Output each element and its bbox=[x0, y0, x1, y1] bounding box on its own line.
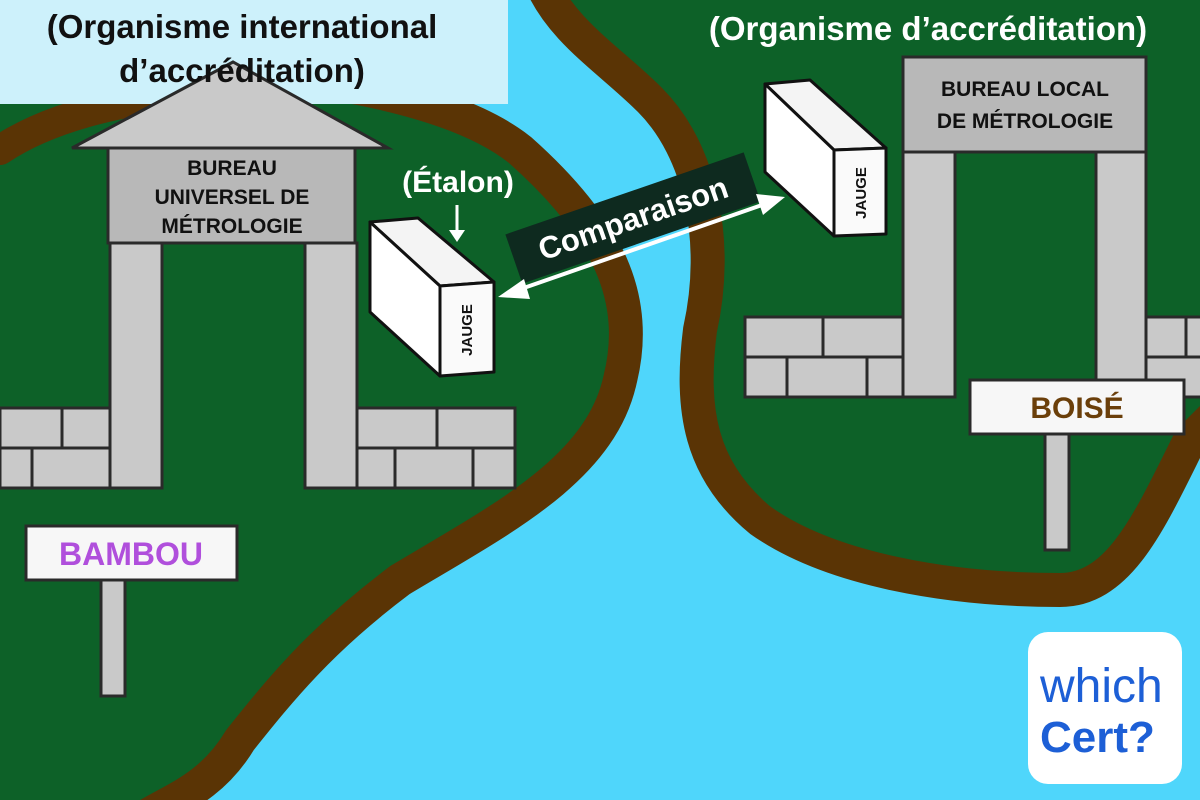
international-org-label: (Organisme international d’accréditation… bbox=[47, 8, 438, 89]
wood-sign-board bbox=[968, 378, 1186, 436]
international-org-label-line2: d’accréditation) bbox=[119, 52, 365, 89]
wall-brick bbox=[1144, 315, 1188, 359]
local-bureau-name-line1: BUREAU LOCAL bbox=[941, 78, 1109, 101]
wall-brick bbox=[865, 355, 905, 399]
whichcert-logo: which Cert? bbox=[1028, 632, 1182, 784]
bureau-pillar-right bbox=[303, 241, 359, 490]
wood-sign bbox=[968, 378, 1186, 552]
wall-brick bbox=[1184, 315, 1200, 359]
wood-sign-post bbox=[1043, 430, 1071, 552]
standard-gauge-label: JAUGE bbox=[459, 304, 476, 356]
local-bureau-nameplate bbox=[901, 55, 1148, 154]
bamboo-sign bbox=[24, 524, 239, 698]
wall-brick bbox=[1144, 355, 1200, 399]
universal-metrology-bureau bbox=[0, 60, 517, 490]
bureau-nameplate-text: BUREAU UNIVERSEL DE MÉTROLOGIE bbox=[155, 157, 310, 238]
wall-brick bbox=[60, 406, 112, 450]
wall-brick bbox=[743, 355, 789, 399]
logo-line1: which bbox=[1039, 660, 1163, 713]
wall-brick bbox=[0, 406, 64, 450]
gauge-block-front bbox=[438, 280, 496, 378]
standard-pointer-arrow bbox=[449, 205, 465, 242]
bamboo-sign-post bbox=[99, 576, 127, 698]
wall-brick bbox=[393, 446, 475, 490]
wood-sign-text: BOISÉ bbox=[1030, 391, 1123, 425]
bureau-name-line1: BUREAU bbox=[187, 157, 277, 180]
wall-brick bbox=[471, 446, 517, 490]
bamboo-sign-board bbox=[24, 524, 239, 582]
wall-brick bbox=[0, 446, 34, 490]
local-bureau-pillar-right bbox=[1094, 150, 1148, 399]
standard-gauge-block bbox=[368, 216, 496, 378]
local-bureau-pillar-left bbox=[901, 150, 957, 399]
bamboo-sign-text: BAMBOU bbox=[59, 536, 203, 572]
comparison-arrow bbox=[498, 194, 785, 299]
standard-label: (Étalon) bbox=[402, 165, 514, 199]
local-bureau-nameplate-text: BUREAU LOCAL DE MÉTROLOGIE bbox=[937, 78, 1113, 133]
local-bureau-name-line2: DE MÉTROLOGIE bbox=[937, 110, 1113, 133]
international-org-label-line1: (Organisme international bbox=[47, 8, 438, 45]
local-gauge-block bbox=[763, 78, 888, 238]
wall-brick bbox=[743, 315, 825, 359]
wall-brick bbox=[821, 315, 905, 359]
bureau-pillar-left bbox=[108, 241, 164, 490]
local-metrology-bureau bbox=[743, 55, 1200, 399]
wall-brick bbox=[30, 446, 112, 490]
local-gauge-label: JAUGE bbox=[853, 167, 870, 219]
logo-background bbox=[1028, 632, 1182, 784]
wall-brick bbox=[435, 406, 517, 450]
wall-brick bbox=[785, 355, 869, 399]
comparison-banner-bg bbox=[505, 152, 761, 284]
local-gauge-block-front bbox=[832, 146, 888, 238]
wall-brick bbox=[355, 406, 439, 450]
wall-brick bbox=[355, 446, 397, 490]
bureau-name-line3: MÉTROLOGIE bbox=[161, 215, 302, 238]
comparison-arrow-head-right bbox=[756, 194, 785, 215]
comparison-arrow-head-left bbox=[498, 279, 530, 299]
logo-line2: Cert? bbox=[1040, 713, 1155, 762]
bureau-nameplate bbox=[106, 146, 357, 245]
local-org-label: (Organisme d’accréditation) bbox=[709, 10, 1147, 47]
bureau-name-line2: UNIVERSEL DE bbox=[155, 186, 310, 209]
